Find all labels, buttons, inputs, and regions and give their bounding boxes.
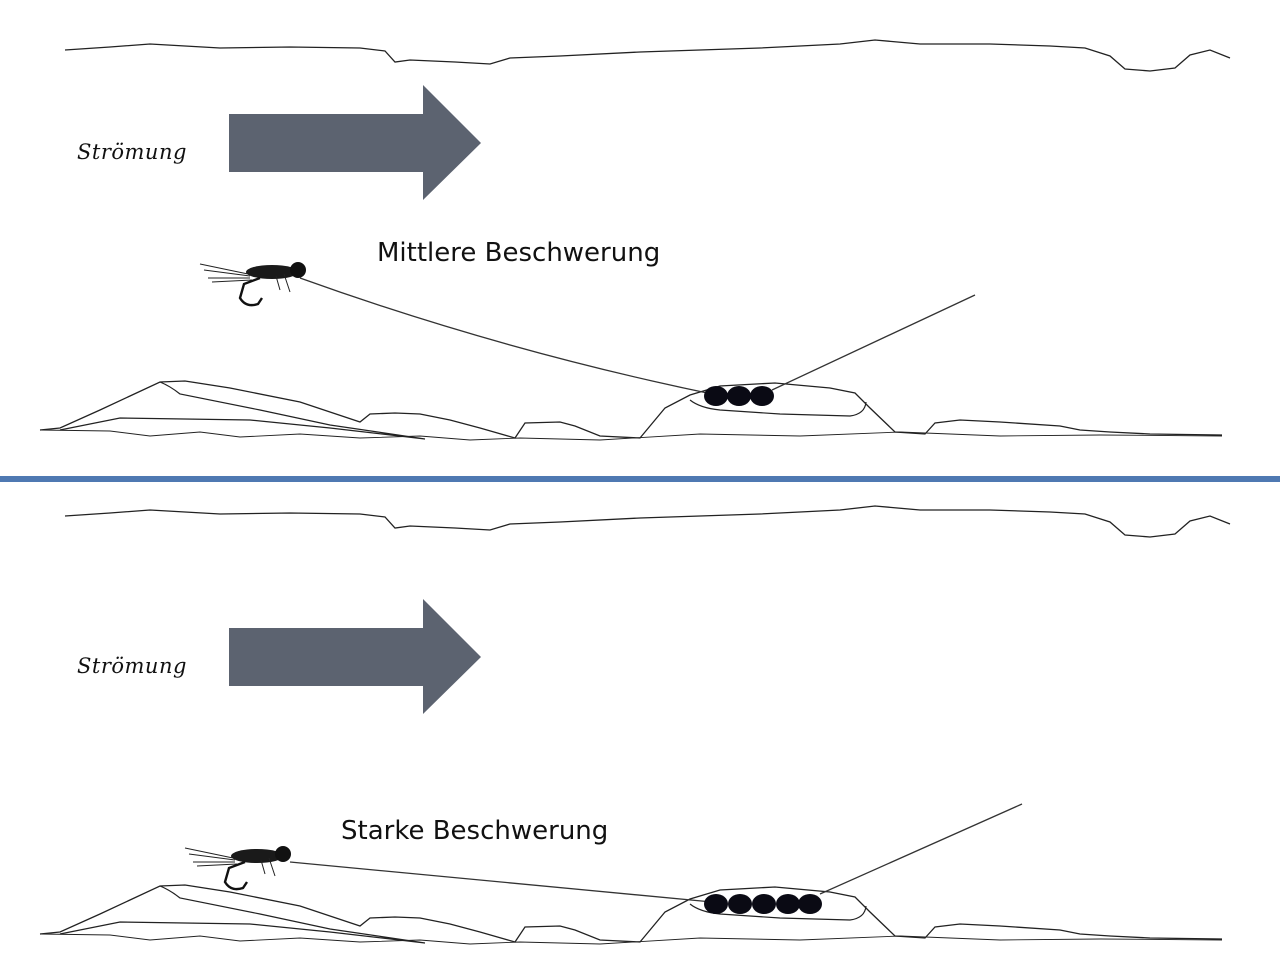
current-label: Strömung <box>77 654 187 678</box>
split-shot <box>752 894 776 914</box>
split-shot <box>750 386 774 406</box>
split-shot <box>704 894 728 914</box>
nymph-fly-icon <box>199 262 306 307</box>
split-shot <box>727 386 751 406</box>
leader-line <box>771 294 976 391</box>
current-arrow-icon <box>229 599 481 714</box>
current-label: Strömung <box>77 140 187 164</box>
split-shot-icon <box>704 894 822 914</box>
current-arrow-icon <box>229 85 481 200</box>
water-surface-line <box>64 39 1231 72</box>
tippet-line <box>289 861 713 903</box>
split-shot-icon <box>704 386 774 406</box>
leader-line <box>819 803 1023 895</box>
nymph-fly-icon <box>184 846 291 891</box>
river-scene-heavy <box>39 505 1231 945</box>
riverbed-rock-outline <box>59 381 426 440</box>
panel-medium-weight: Strömung Mittlere Beschwerung <box>0 0 1280 478</box>
riverbed-line <box>39 380 1223 439</box>
riverbed-bottom-texture <box>39 933 1223 945</box>
riverbed-line <box>39 884 1223 943</box>
water-surface-line <box>64 505 1231 538</box>
tippet-line <box>299 277 713 395</box>
panel-heavy-weight: Strömung Starke Beschwerung <box>0 482 1280 960</box>
weight-label: Starke Beschwerung <box>341 816 609 846</box>
split-shot <box>728 894 752 914</box>
split-shot <box>798 894 822 914</box>
weight-label: Mittlere Beschwerung <box>377 238 661 268</box>
riverbed-rock-outline-2 <box>689 399 867 417</box>
river-scene-medium <box>39 39 1231 441</box>
riverbed-rock-outline-2 <box>689 903 867 921</box>
split-shot <box>776 894 800 914</box>
split-shot <box>704 386 728 406</box>
riverbed-rock-outline <box>59 885 426 944</box>
panel-divider <box>0 476 1280 482</box>
riverbed-bottom-texture <box>39 429 1223 441</box>
